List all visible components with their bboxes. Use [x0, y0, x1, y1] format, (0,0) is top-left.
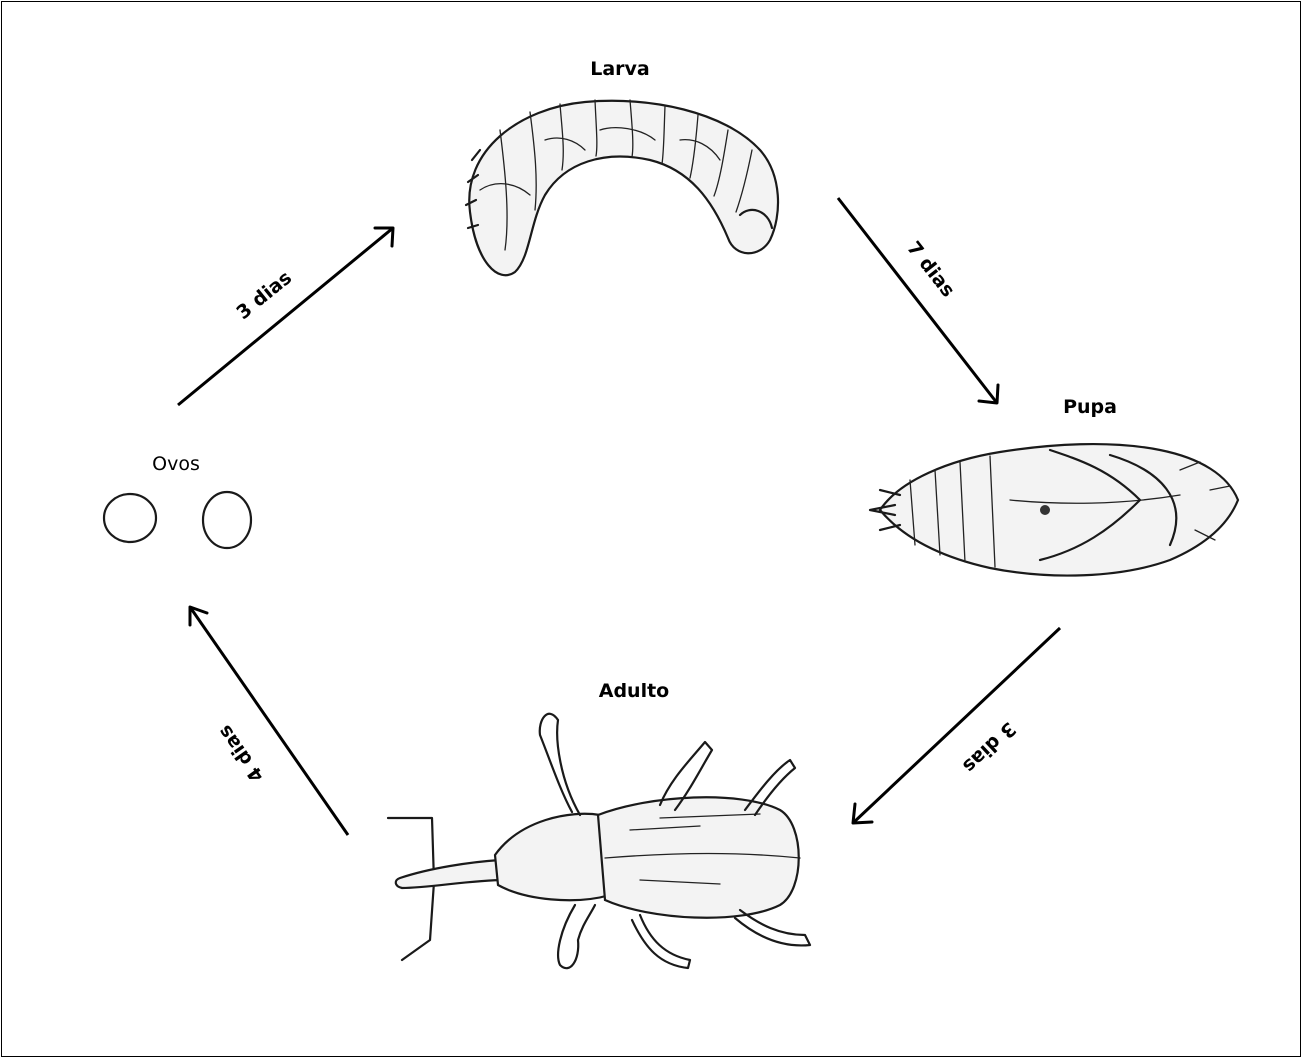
- pupa-label: Pupa: [1063, 396, 1117, 418]
- pupa-illustration: [870, 444, 1238, 575]
- arrow-eggs-to-larva: [178, 228, 393, 405]
- egg-left-icon: [104, 494, 156, 542]
- arrow-adult-to-eggs: [190, 607, 348, 835]
- arrow-larva-to-pupa: [838, 198, 998, 403]
- egg-right-icon: [203, 492, 251, 548]
- duration-adult-to-eggs: 4 dias: [214, 721, 269, 786]
- eggs-label: Ovos: [152, 453, 200, 475]
- larva-illustration: [466, 100, 778, 275]
- adult-illustration: [388, 714, 810, 968]
- larva-label: Larva: [590, 58, 650, 80]
- eggs-illustration: [104, 492, 251, 548]
- arrow-pupa-to-adult: [853, 628, 1060, 823]
- adult-label: Adulto: [599, 680, 669, 702]
- duration-pupa-to-adult: 3 dias: [958, 717, 1020, 777]
